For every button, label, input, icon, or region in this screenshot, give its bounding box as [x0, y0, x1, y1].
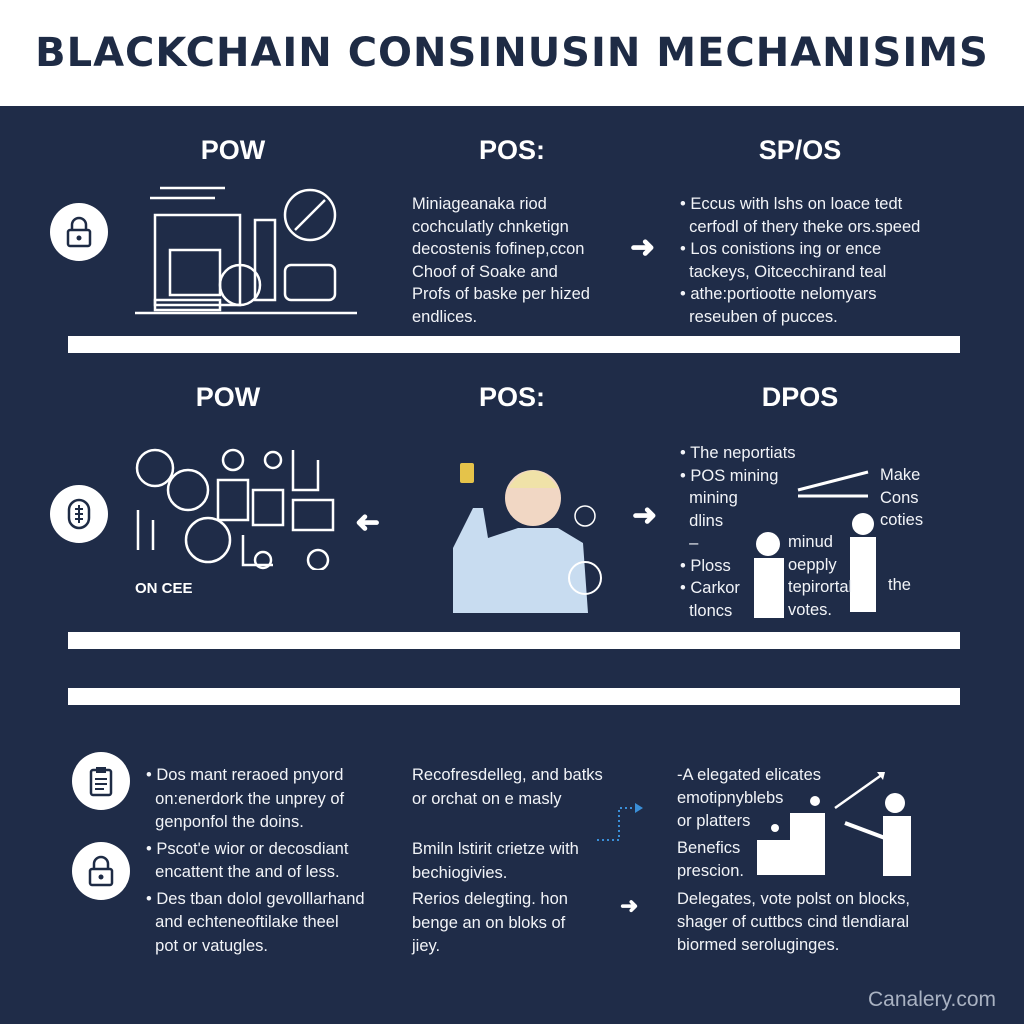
- text-line: votes.: [788, 600, 833, 619]
- heading-pos-1: POS:: [478, 135, 545, 165]
- mining-machine-icon: [135, 186, 357, 315]
- text-line: Choof of Soake and: [412, 262, 558, 281]
- text-line: shager of cuttbcs cind tlendiaral: [677, 913, 910, 931]
- text-line: encattent the and of less.: [146, 863, 340, 881]
- text-line: mining: [680, 489, 738, 507]
- text-line: • Dos mant reraoed pnyord: [146, 766, 344, 784]
- text-line: • Carkor: [680, 579, 740, 597]
- text-line: jiey.: [412, 937, 441, 955]
- row3-col3b: Benefics prescion.: [677, 837, 744, 883]
- divider: [68, 632, 960, 649]
- text-line: reseuben of pucces.: [680, 307, 838, 326]
- text-line: dlins: [680, 511, 724, 530]
- dpos-lines: • The neportiats • POS mining mining dli…: [680, 442, 796, 622]
- lock-icon: [50, 203, 108, 261]
- text-line: • Ploss: [680, 556, 731, 575]
- dpos-mid: minud oepply tepirortal votes.: [788, 531, 852, 621]
- voting-podium-illustration: [757, 772, 911, 876]
- heading-spos: SP/OS: [758, 135, 842, 165]
- row3-col3c: Delegates, vote polst on blocks, shager …: [677, 888, 910, 957]
- text-line: on:enerdork the unprey of: [146, 789, 345, 808]
- text-line: endlices.: [412, 307, 478, 326]
- arrow-right-icon: ➜: [620, 893, 639, 918]
- text-line: -A elegated elicates: [677, 766, 822, 784]
- delegates-illustration: [754, 470, 876, 618]
- text-line: Cons: [880, 488, 919, 507]
- text-line: tloncs: [680, 601, 733, 620]
- text-line: oepply: [788, 555, 837, 574]
- page-title: Blackchain Consinusin Mechanisims: [35, 30, 989, 76]
- text-line: • Pscot'e wior or decosdiant: [146, 839, 349, 858]
- text-line: Bmiln lstirit crietze with: [412, 840, 579, 858]
- text-line: • Los conistions ing or ence: [680, 240, 882, 258]
- heading-pow-2: POW: [195, 382, 261, 412]
- clipboard-icon: [72, 752, 130, 810]
- dpos-right: Make Cons coties: [880, 464, 923, 532]
- text-line: • athe:portiootte nelomyars: [680, 285, 877, 303]
- text-line: • Eccus with lshs on loace tedt: [680, 195, 903, 213]
- text-line: Make: [880, 466, 921, 484]
- lock-icon: [72, 842, 130, 900]
- text-line: or orchat on e masly: [412, 789, 562, 808]
- text-line: • POS mining: [680, 466, 779, 485]
- network-icons: [135, 448, 335, 570]
- text-line: cochculatly chnketign: [412, 217, 569, 236]
- text-line: –: [680, 534, 699, 552]
- text-line: • Des tban dolol gevolllarhand: [146, 889, 365, 908]
- text-line: or platters: [677, 812, 751, 830]
- person-with-coins-illustration: [453, 463, 602, 613]
- text-line: tackeys, Oitcecchirand teal: [680, 262, 887, 281]
- text-line: minud: [788, 533, 833, 551]
- text-line: decostenis fofinep,ccon: [412, 240, 585, 258]
- text-line: Profs of baske per hized: [412, 285, 590, 303]
- pos-description: Miniageanaka riod cochculatly chnketign …: [412, 193, 590, 328]
- text-line: pot or vatugles.: [146, 936, 268, 955]
- header: Blackchain Consinusin Mechanisims: [0, 0, 1024, 106]
- text-line: prescion.: [677, 862, 744, 880]
- row3-col2b: Bmiln lstirit crietze with bechiogivies.: [412, 838, 579, 885]
- text-line: Recofresdelleg, and batks: [412, 766, 603, 784]
- row3-col1: • Dos mant reraoed pnyord on:enerdork th…: [146, 764, 365, 958]
- text-line: biormed seroluginges.: [677, 936, 840, 954]
- dpos-right-the: the: [888, 576, 911, 594]
- text-line: genponfol the doins.: [146, 813, 304, 831]
- arrow-left-icon: ➜: [355, 506, 381, 539]
- dotted-connector-icon: [597, 803, 643, 841]
- row3-col2c: Rerios delegting. hon benge an on bloks …: [412, 888, 568, 959]
- text-line: Miniageanaka riod: [412, 195, 547, 213]
- text-line: bechiogivies.: [412, 863, 508, 882]
- text-line: • The neportiats: [680, 444, 796, 462]
- divider: [68, 688, 960, 705]
- heading-pow-1: POW: [200, 135, 266, 165]
- pow-label: ON CEE: [135, 580, 193, 597]
- text-line: and echteneoftilake theel: [146, 913, 339, 931]
- heading-pos-2: POS:: [478, 382, 545, 412]
- arrow-right-icon: ➜: [630, 231, 656, 264]
- text-line: tepirortal: [788, 578, 853, 596]
- heading-dpos: DPOS: [761, 382, 839, 412]
- coin-icon: [50, 485, 108, 543]
- text-line: emotipnyblebs: [677, 789, 784, 807]
- row3-col3a: -A elegated elicates emotipnyblebs or pl…: [677, 764, 821, 833]
- row3-col2a: Recofresdelleg, and batks or orchat on e…: [412, 764, 603, 811]
- text-line: benge an on bloks of: [412, 913, 566, 932]
- text-line: coties: [880, 511, 924, 529]
- text-line: cerfodl of thery theke ors.speed: [680, 217, 921, 236]
- watermark: Canalery.com: [868, 988, 996, 1011]
- arrow-right-icon: ➜: [632, 499, 658, 532]
- text-line: Benefics: [677, 839, 741, 857]
- divider: [68, 336, 960, 353]
- text-line: Rerios delegting. hon: [412, 890, 568, 908]
- spos-bullets: • Eccus with lshs on loace tedt cerfodl …: [680, 193, 920, 328]
- text-line: Delegates, vote polst on blocks,: [677, 890, 910, 908]
